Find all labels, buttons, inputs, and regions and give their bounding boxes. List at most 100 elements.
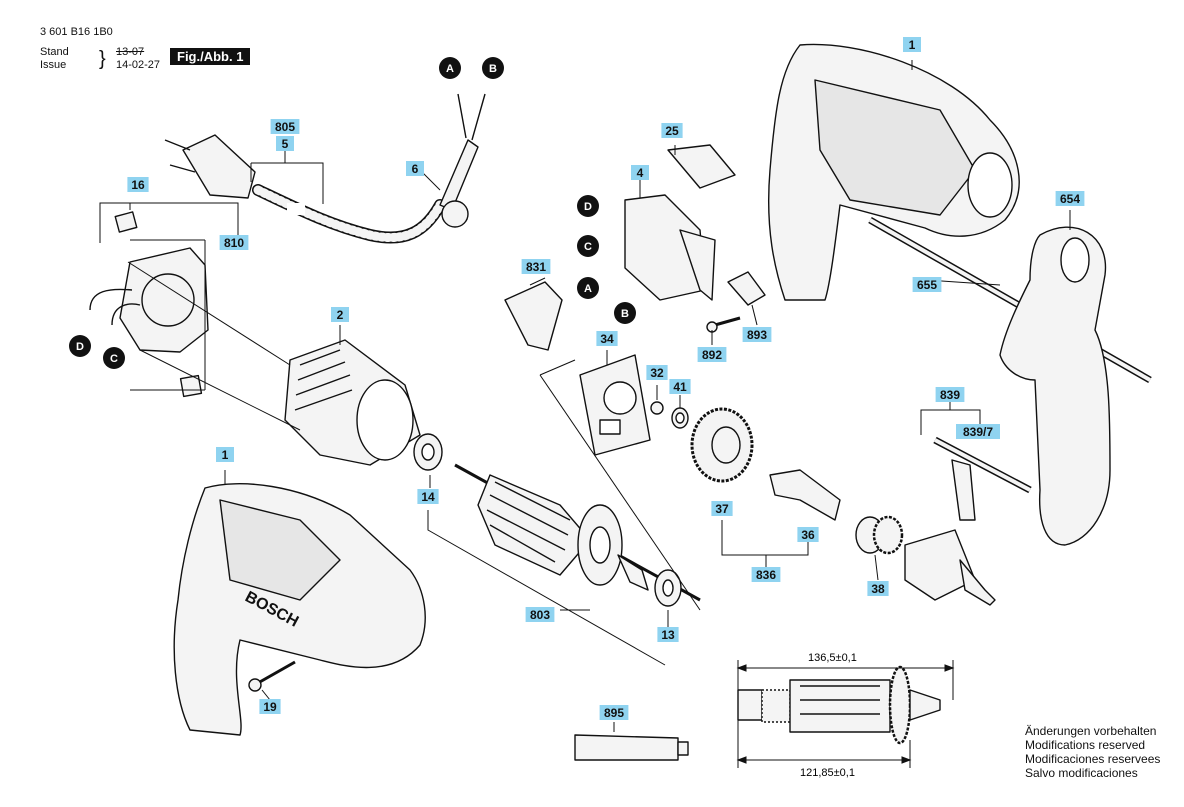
part-number: 25 <box>665 124 679 138</box>
brush-holder <box>89 211 209 398</box>
carbon-brush-top <box>114 211 138 233</box>
connector-cD1: D <box>577 195 599 217</box>
part-label-p37: 37 <box>711 501 733 516</box>
stand-value: 13-07 <box>116 46 145 58</box>
drill-chuck <box>904 529 996 606</box>
part-number: 5 <box>282 137 289 151</box>
part-label-p38: 38 <box>867 581 889 596</box>
ball-bearing-13 <box>654 569 682 607</box>
part-label-p895: 895 <box>599 705 629 720</box>
connector-cB1: B <box>482 57 504 79</box>
connector-circle <box>577 235 599 257</box>
connector-letter: C <box>110 353 118 365</box>
part-label-p6: 6 <box>406 161 424 176</box>
connector-letter: B <box>489 63 497 75</box>
part-label-p14: 14 <box>417 489 439 504</box>
steel-ball <box>650 401 664 415</box>
change-notice: Änderungen vorbehalten Modifications res… <box>1025 724 1160 780</box>
dimension-lines <box>736 660 955 768</box>
part-number: 895 <box>604 706 624 720</box>
part-number: 831 <box>526 260 546 274</box>
part-label-p831: 831 <box>521 259 551 274</box>
part-label-p19: 19 <box>259 699 281 714</box>
strain-relief <box>441 200 469 228</box>
part-label-p893: 893 <box>742 327 772 342</box>
notice-line: Modifications reserved <box>1025 738 1146 752</box>
part-label-bg <box>417 489 439 504</box>
notice-line: Änderungen vorbehalten <box>1025 724 1157 738</box>
part-label-bg <box>956 424 1000 439</box>
part-number: 803 <box>530 608 550 622</box>
chuck-key <box>933 436 1032 521</box>
part-label-bg <box>406 161 424 176</box>
part-label-p654: 654 <box>1055 191 1085 206</box>
bushing <box>855 515 904 555</box>
dimension-body: 121,85±0,1 <box>800 767 855 779</box>
part-label-p803: 803 <box>525 607 555 622</box>
power-cord <box>164 93 486 244</box>
part-number: 2 <box>337 308 344 322</box>
part-number: 36 <box>801 528 815 542</box>
figure-label: Fig./Abb. 1 <box>170 48 251 65</box>
connector-cC2: C <box>103 347 125 369</box>
part-label-bg <box>697 347 727 362</box>
part-number: 4 <box>637 166 644 180</box>
part-label-bg <box>661 123 683 138</box>
part-number: 805 <box>275 120 295 134</box>
part-label-bg <box>127 177 149 192</box>
part-label-bg <box>631 165 649 180</box>
part-label-bg <box>331 307 349 322</box>
housing-half-lower: BOSCH <box>173 483 426 736</box>
part-number-labels: 1124561314161925323436373841654655803805… <box>127 37 1085 720</box>
part-label-bg <box>742 327 772 342</box>
connector-letter: A <box>584 283 592 295</box>
part-number: 839 <box>940 388 960 402</box>
plug <box>182 134 256 199</box>
part-label-bg <box>596 331 618 346</box>
part-label-bg <box>657 627 679 642</box>
auxiliary-handle <box>868 216 1152 546</box>
part-number: 1 <box>222 448 229 462</box>
part-label-bg <box>646 365 668 380</box>
part-label-bg <box>711 501 733 516</box>
part-label-p805: 805 <box>270 119 300 134</box>
housing-half-upper <box>767 43 1020 301</box>
dimension-overall: 136,5±0,1 <box>808 652 857 664</box>
part-number: 6 <box>412 162 419 176</box>
part-label-bg <box>219 235 249 250</box>
part-label-bg <box>669 379 691 394</box>
armature <box>454 463 701 602</box>
part-label-bg <box>525 607 555 622</box>
part-label-bg <box>270 119 300 134</box>
part-label-p1b: 1 <box>216 447 234 462</box>
part-label-p41: 41 <box>669 379 691 394</box>
doc-number: 3 601 B16 1B0 <box>40 26 113 38</box>
armature-detail <box>737 665 941 745</box>
part-label-p8397: 839/7 <box>956 424 1000 439</box>
part-label-p839: 839 <box>935 387 965 402</box>
part-label-bg <box>276 136 294 151</box>
part-label-p16: 16 <box>127 177 149 192</box>
brace: } <box>99 48 106 70</box>
connector-letter: C <box>584 241 592 253</box>
connector-circle <box>439 57 461 79</box>
connector-circle <box>69 335 91 357</box>
issue-label: Issue <box>40 59 67 71</box>
part-label-bg <box>751 567 781 582</box>
grease-tube <box>574 734 689 761</box>
part-label-p25: 25 <box>661 123 683 138</box>
part-number: 836 <box>756 568 776 582</box>
switch <box>624 194 716 301</box>
connector-circle <box>482 57 504 79</box>
part-label-p36: 36 <box>797 527 819 542</box>
connector-circle <box>614 302 636 324</box>
part-number: 13 <box>661 628 675 642</box>
connector-cD2: D <box>69 335 91 357</box>
connector-letter: D <box>76 341 84 353</box>
part-number: 1 <box>909 38 916 52</box>
cable-clamp <box>727 271 766 306</box>
screw-19 <box>248 660 296 692</box>
part-label-bg <box>797 527 819 542</box>
